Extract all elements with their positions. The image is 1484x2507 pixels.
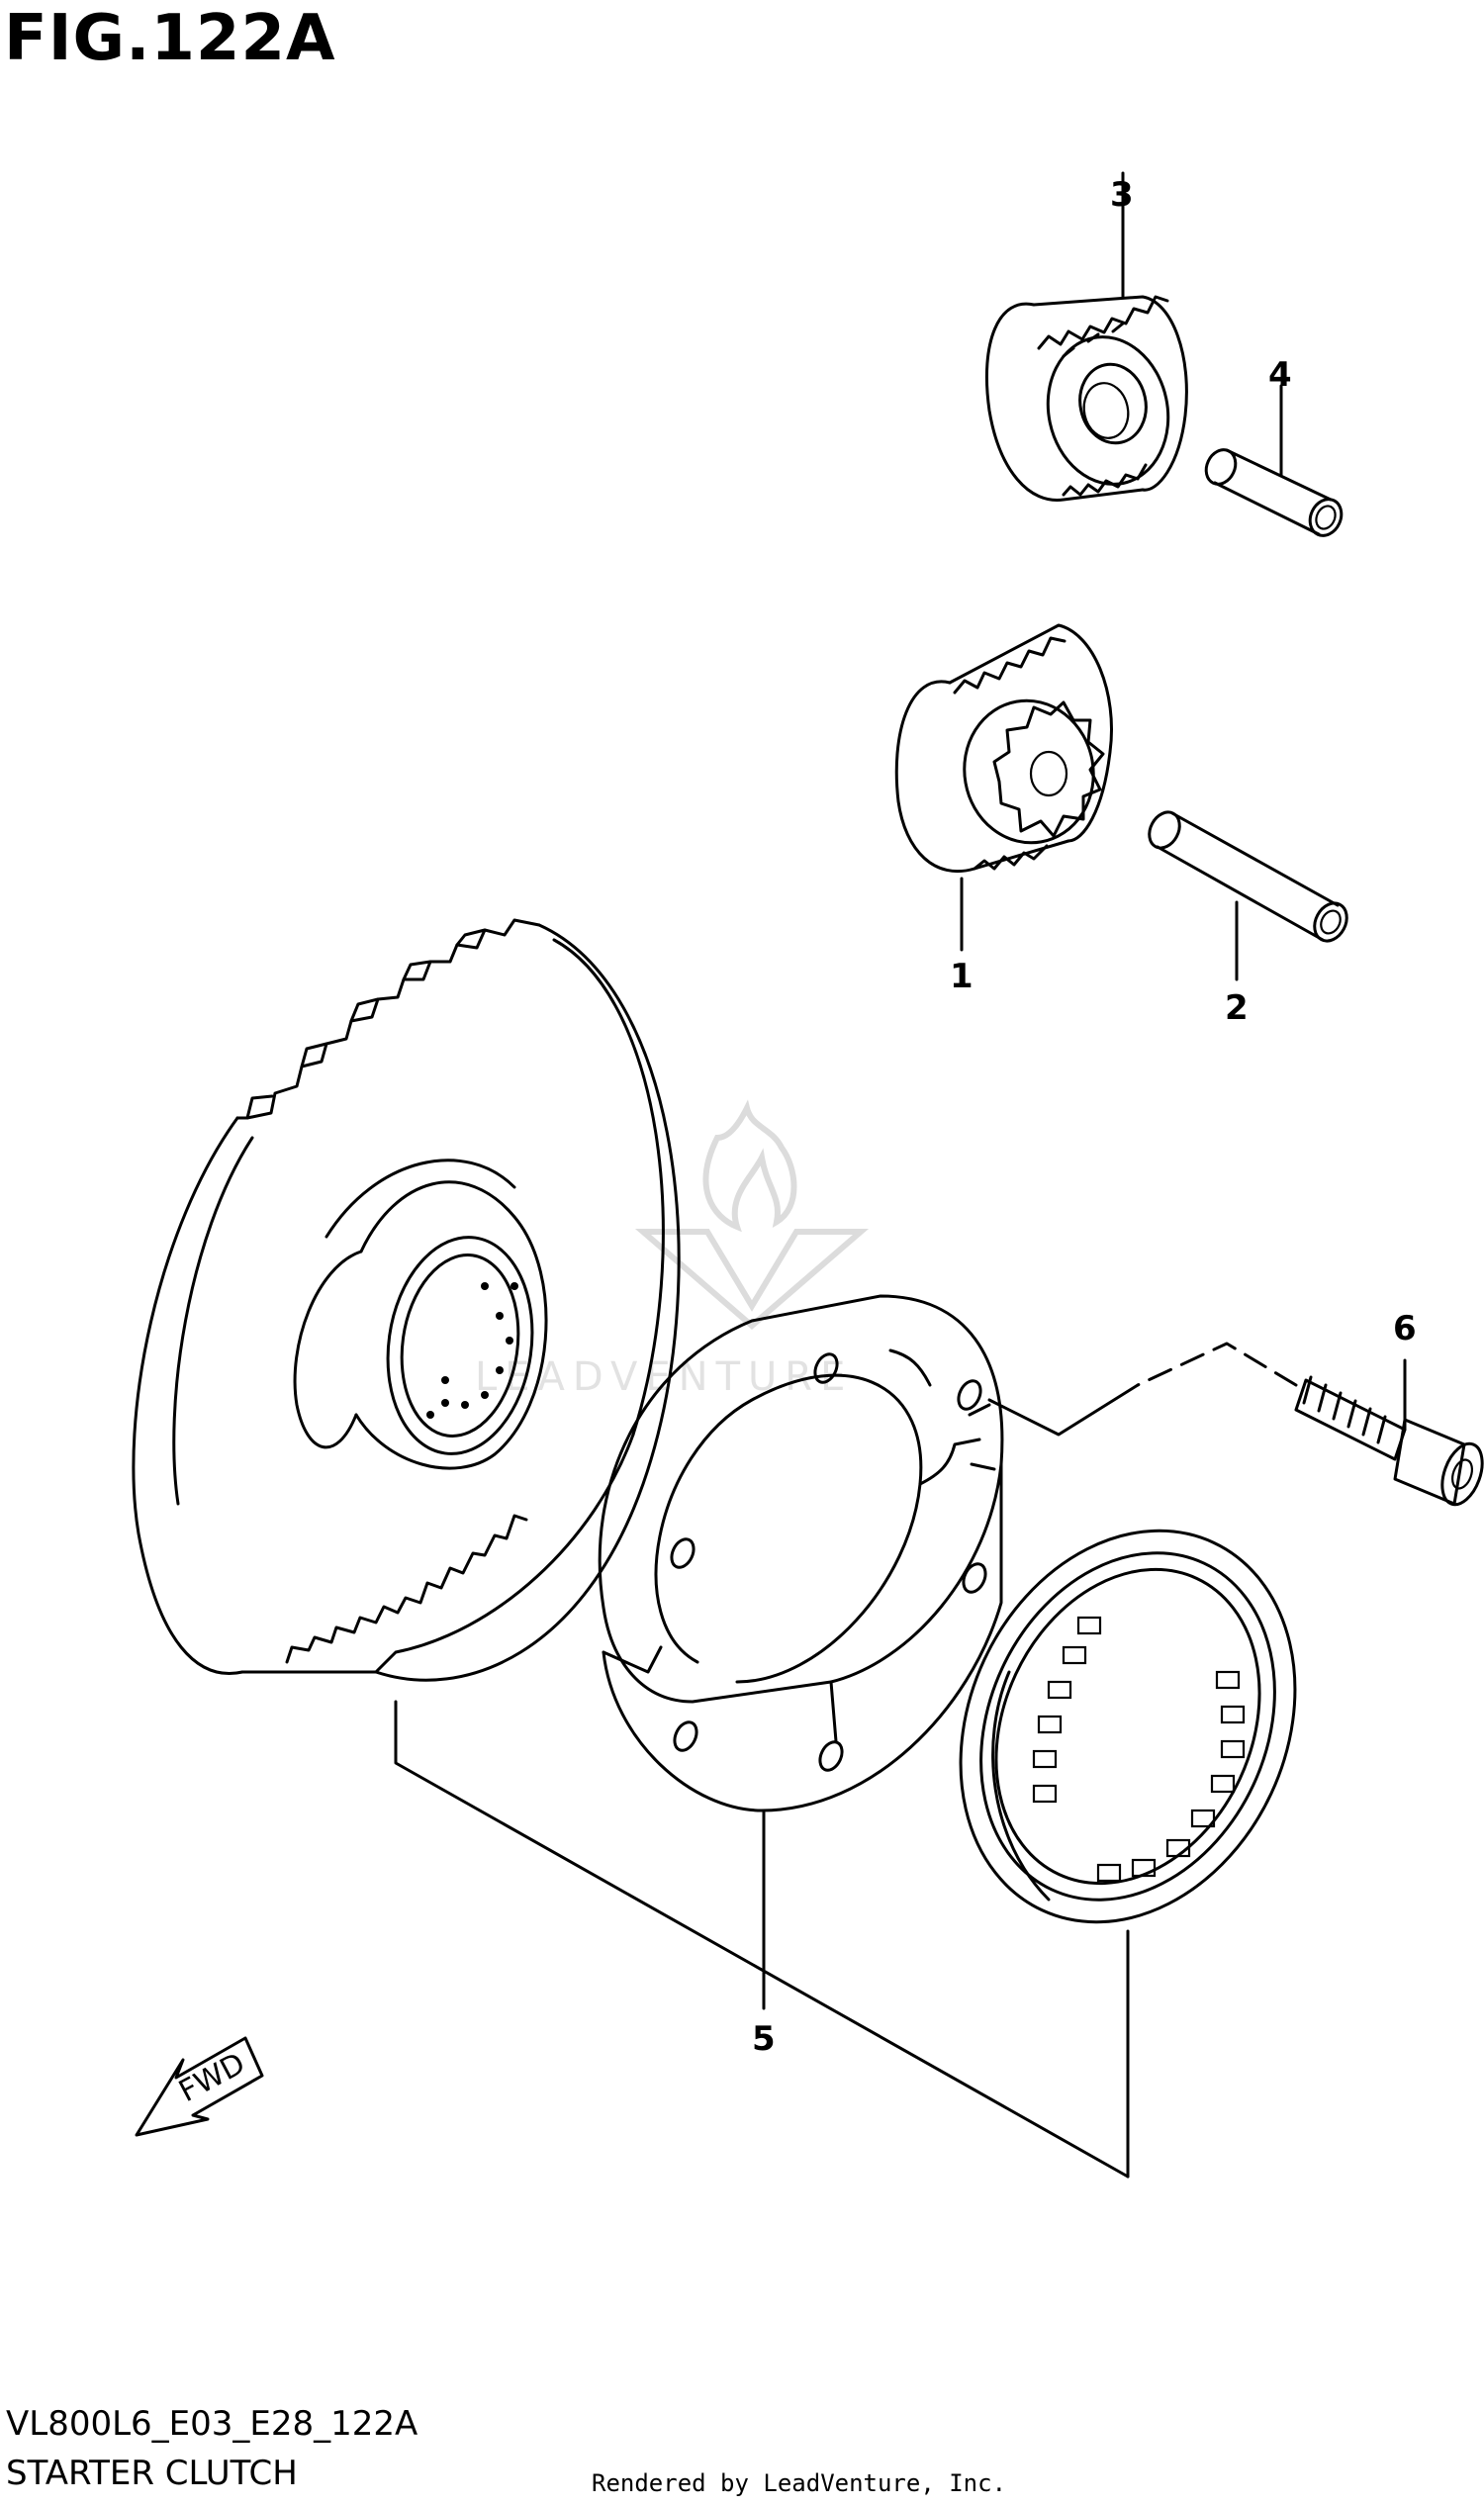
callout-1: 1 — [950, 957, 974, 996]
callout-6: 6 — [1393, 1309, 1417, 1348]
model-code: VL800L6_E03_E28_122A — [6, 2404, 418, 2444]
part-4-shaft: 4 — [1204, 355, 1344, 537]
starter-driven-gear — [132, 918, 681, 1682]
part-2-shaft: 2 — [1148, 810, 1348, 1028]
part-1-reduction-gear: 1 — [894, 623, 1113, 996]
part-3-idle-gear: 3 — [984, 171, 1188, 502]
group-bracket — [394, 1700, 1130, 2179]
part-6-bolt: 6 — [987, 1309, 1484, 1507]
one-way-clutch-rollers — [1032, 1616, 1246, 1883]
one-way-clutch — [959, 1529, 1297, 2179]
watermark-text: LEADVENTURE — [475, 1354, 853, 1400]
render-credit: Rendered by LeadVenture, Inc. — [592, 2469, 1007, 2497]
callout-5: 5 — [752, 2019, 776, 2059]
callout-2: 2 — [1225, 988, 1249, 1028]
part-5-clutch-body: 5 — [598, 1294, 1004, 2059]
callout-3: 3 — [1110, 175, 1134, 215]
leadventure-watermark: LEADVENTURE — [475, 1099, 870, 1400]
figure-title: FIG.122A — [4, 2, 336, 75]
callout-4: 4 — [1268, 355, 1292, 395]
section-name: STARTER CLUTCH — [6, 2454, 298, 2493]
fwd-arrow-icon: FWD — [135, 2036, 264, 2137]
